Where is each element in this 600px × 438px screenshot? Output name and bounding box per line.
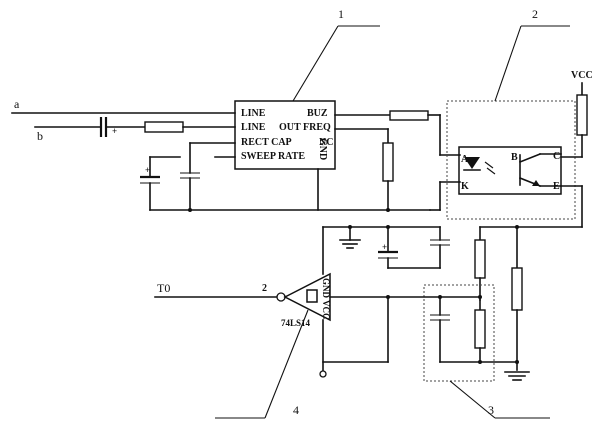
callout-1: 1 bbox=[292, 7, 380, 102]
callout-1-label: 1 bbox=[338, 7, 344, 21]
callout-3: 3 bbox=[449, 380, 550, 419]
ic1-pin-out-freq: OUT FREQ bbox=[279, 122, 331, 133]
vcc-pullup: VCC bbox=[560, 70, 593, 158]
opto-pin-c: C bbox=[553, 151, 560, 162]
buz-resistor bbox=[389, 110, 429, 121]
block-2-boundary bbox=[446, 100, 576, 220]
opto-pin-b: B bbox=[511, 152, 518, 163]
electrolytic-plus-mark: + bbox=[145, 165, 150, 175]
optocoupler-block: A K B C E bbox=[446, 100, 576, 220]
schmitt-symbol-icon bbox=[306, 289, 318, 303]
phototransistor-icon bbox=[518, 152, 542, 188]
ic1-pin-sweep-rate: SWEEP RATE bbox=[241, 151, 305, 162]
out-freq-load bbox=[334, 128, 394, 211]
callout-4: 4 bbox=[215, 309, 309, 419]
ic1-pin-line2: LINE bbox=[241, 122, 266, 133]
test-terminal bbox=[319, 370, 327, 378]
input-a: a bbox=[11, 97, 236, 114]
filter-block bbox=[329, 284, 519, 382]
timing-network: + bbox=[140, 142, 431, 212]
input-b: b + bbox=[34, 117, 236, 143]
signal-b-label: b bbox=[37, 129, 43, 143]
opto-pin-a: A bbox=[461, 154, 469, 165]
buz-line bbox=[334, 110, 461, 211]
ground-icon-inverter bbox=[339, 239, 361, 249]
vcc-label: VCC bbox=[571, 70, 593, 81]
signal-t0-label: T0 bbox=[157, 281, 170, 295]
optocoupler-body bbox=[458, 146, 562, 195]
callout-2-label: 2 bbox=[532, 7, 538, 21]
inverter-body bbox=[283, 272, 331, 322]
pulldown-resistor bbox=[511, 267, 523, 311]
ground-icon bbox=[504, 371, 530, 381]
cap-plus-mark: + bbox=[112, 126, 117, 136]
ic1-pin-line1: LINE bbox=[241, 108, 266, 119]
inverter-part-number: 74LS14 bbox=[281, 318, 311, 328]
signal-a-label: a bbox=[14, 97, 20, 111]
ic-1: LINE LINE RECT CAP SWEEP RATE BUZ OUT FR… bbox=[234, 100, 336, 170]
input-resistor bbox=[144, 121, 184, 133]
freq-load-resistor bbox=[382, 142, 394, 182]
ic1-pin-rect-cap: RECT CAP bbox=[241, 137, 292, 148]
ic1-pin-nc: NC bbox=[319, 137, 333, 148]
inverter-supply: + bbox=[319, 225, 450, 378]
led-icon bbox=[463, 157, 496, 175]
vcc-resistor bbox=[576, 94, 588, 136]
ic-1-body bbox=[234, 100, 336, 170]
inverter-pin-gnd: GND bbox=[321, 278, 331, 299]
inverter-pin-in: 2 bbox=[262, 283, 267, 294]
callout-2: 2 bbox=[494, 7, 570, 102]
input-capacitor: + bbox=[99, 117, 117, 137]
inverter-74ls14: T0 2 GND VCC 74LS14 bbox=[154, 272, 331, 328]
filter-resistor bbox=[474, 309, 486, 349]
decoupling-plus-mark: + bbox=[382, 242, 387, 252]
emitter-network bbox=[474, 185, 583, 381]
divider-resistor-top bbox=[474, 239, 486, 279]
ic1-pin-buz: BUZ bbox=[307, 108, 328, 119]
callout-3-label: 3 bbox=[488, 403, 494, 417]
inverter-pin-vcc: VCC bbox=[321, 300, 331, 320]
block-3-boundary bbox=[423, 284, 495, 382]
ic1-pin-gnd: GND bbox=[317, 138, 328, 160]
opto-pin-k: K bbox=[461, 181, 469, 192]
callout-4-label: 4 bbox=[293, 403, 299, 417]
